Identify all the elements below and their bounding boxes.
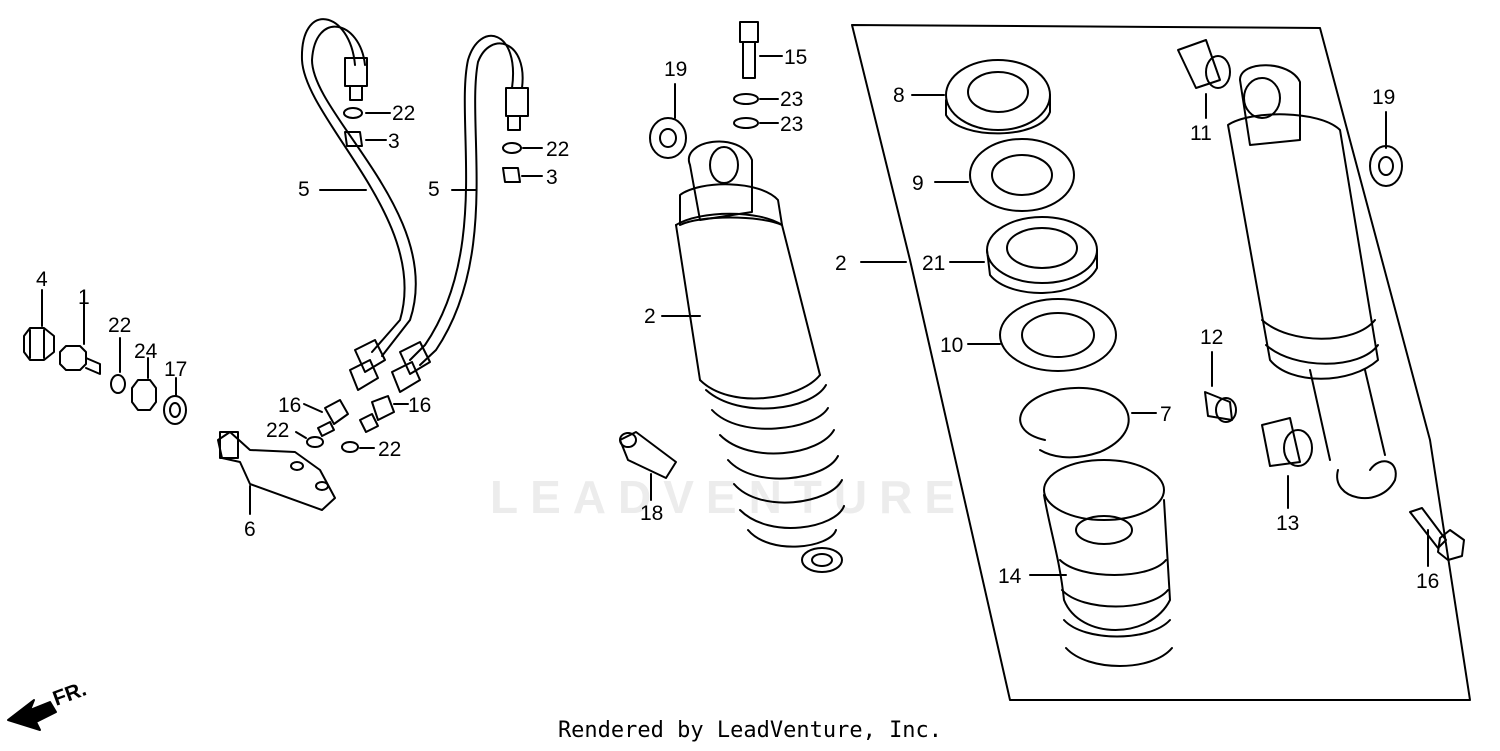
part-2-shock-center [675, 140, 845, 573]
callout-24: 24 [134, 340, 158, 363]
callout-21: 21 [922, 252, 945, 275]
callout-22-a: 22 [108, 314, 131, 337]
callout-7: 7 [1160, 403, 1172, 426]
callout-20: 17 [164, 358, 187, 381]
callout-22-b: 22 [392, 102, 415, 125]
callout-19-a: 19 [664, 58, 687, 81]
part-2-shock-right [1227, 64, 1397, 499]
assembly-outline [851, 24, 1471, 701]
callout-16-a: 16 [278, 394, 301, 417]
callout-14: 14 [998, 565, 1022, 588]
callout-8: 8 [893, 84, 905, 107]
part-14-spring [1043, 459, 1173, 667]
callout-5-a: 5 [298, 178, 310, 201]
callout-18: 18 [640, 502, 663, 525]
callout-12: 12 [1200, 326, 1223, 349]
part-8-cap [945, 59, 1051, 135]
callout-6: 6 [244, 518, 256, 541]
callout-11: 11 [1190, 122, 1212, 145]
callout-3-a: 3 [388, 130, 400, 153]
part-5-hose-right [391, 34, 529, 393]
callout-5-b: 5 [428, 178, 440, 201]
callout-9: 9 [912, 172, 924, 195]
callout-13: 13 [1276, 512, 1299, 535]
callout-2-a: 2 [644, 305, 656, 328]
part-1-union [59, 345, 101, 375]
callout-22-e: 22 [378, 438, 401, 461]
callout-22-c: 22 [546, 138, 569, 161]
callout-16-b: 16 [408, 394, 431, 417]
footer-credit: Rendered by LeadVenture, Inc. [557, 718, 943, 743]
callout-4: 4 [36, 268, 48, 291]
direction-label: FR. [50, 678, 90, 711]
part-4-cap-nut [23, 327, 55, 361]
part-5-hose-left [300, 18, 417, 391]
callout-15: 15 [784, 46, 807, 69]
callout-23-b: 23 [780, 113, 803, 136]
callout-23-a: 23 [780, 88, 803, 111]
callout-17: 16 [1416, 570, 1439, 593]
callout-22-d: 22 [266, 419, 289, 442]
callout-19-b: 19 [1372, 86, 1395, 109]
callout-10: 10 [940, 334, 963, 357]
callout-2-b: 2 [835, 252, 847, 275]
part-6-bracket [217, 431, 336, 511]
watermark: LEADVENTURE [490, 471, 968, 523]
callout-3-b: 3 [546, 166, 558, 189]
callout-1: 1 [78, 286, 90, 309]
front-direction-arrow [7, 699, 57, 731]
